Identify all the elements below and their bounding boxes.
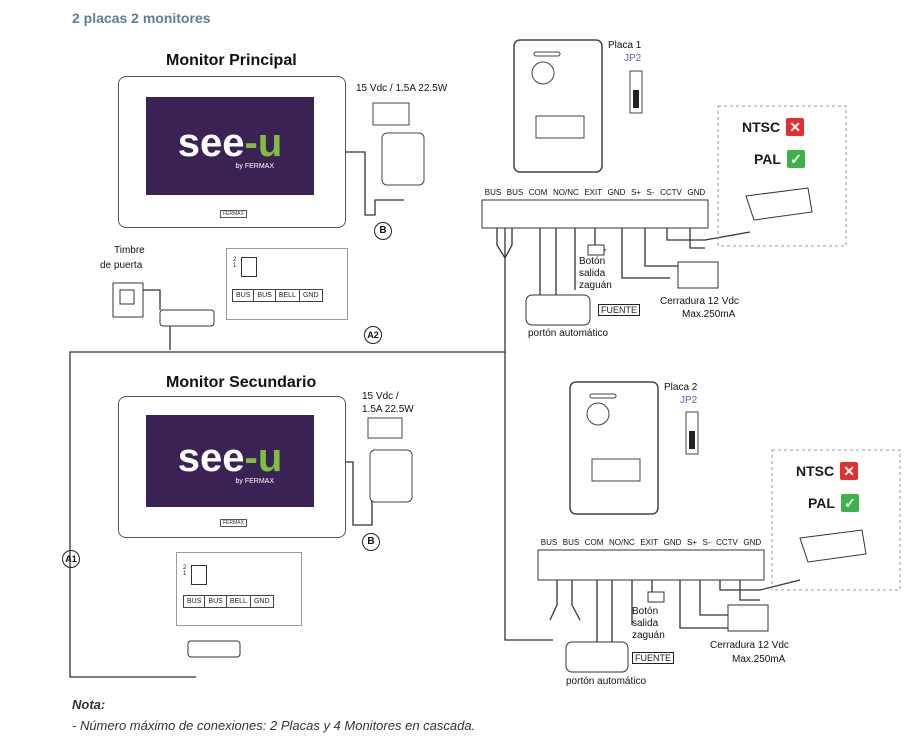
cross-icon-2: ✕ bbox=[840, 462, 859, 480]
page-title: 2 placas 2 monitores bbox=[72, 10, 211, 26]
monitor-principal: see-u by FERMAX FERMAX bbox=[118, 76, 346, 228]
placa1-cerradura: Cerradura 12 Vdc bbox=[660, 296, 739, 307]
monitor-secundario-screen: see-u by FERMAX bbox=[146, 415, 314, 507]
power-spec-principal: 15 Vdc / 1.5A 22.5W bbox=[356, 83, 448, 94]
placa1-fuente: FUENTE bbox=[598, 304, 640, 316]
by-fermax-label: by FERMAX bbox=[235, 162, 274, 170]
placa1-jumper-label: JP2 bbox=[624, 53, 642, 64]
placa1-pal: PAL✓ bbox=[754, 150, 805, 168]
placa2-pal: PAL✓ bbox=[808, 494, 859, 512]
check-icon-2: ✓ bbox=[840, 494, 859, 512]
power-label-b-1: B bbox=[374, 222, 392, 240]
doorbell-label-2: de puerta bbox=[100, 260, 143, 271]
power-label-b-2: B bbox=[362, 533, 380, 551]
cross-icon: ✕ bbox=[786, 118, 805, 136]
placa2-jumper-label: JP2 bbox=[680, 395, 698, 406]
placa2-fuente: FUENTE bbox=[632, 652, 674, 664]
placa2-label: Placa 2 bbox=[664, 382, 698, 393]
terminal-strip-1 bbox=[481, 199, 709, 229]
power-spec-secundario-1: 15 Vdc / bbox=[362, 391, 399, 402]
power-spec-secundario-2: 1.5A 22.5W bbox=[362, 404, 414, 415]
placa1-porton: portón automático bbox=[528, 328, 609, 339]
terminal-strip-2 bbox=[537, 549, 765, 581]
check-icon: ✓ bbox=[786, 150, 805, 168]
monitor-secundario: see-u by FERMAX FERMAX bbox=[118, 396, 346, 538]
placa2-max: Max.250mA bbox=[732, 654, 786, 665]
by-fermax-label-2: by FERMAX bbox=[235, 477, 274, 485]
connector-a1: A1 bbox=[62, 550, 80, 568]
note-label: Nota: bbox=[72, 697, 106, 712]
connector-a2: A2 bbox=[364, 326, 382, 344]
placa2-ntsc: NTSC✕ bbox=[796, 462, 859, 480]
monitor-principal-title: Monitor Principal bbox=[166, 52, 297, 69]
fermax-brand: FERMAX bbox=[220, 210, 247, 218]
placa2-porton: portón automático bbox=[566, 676, 647, 687]
fermax-brand-2: FERMAX bbox=[220, 519, 247, 527]
placa1-label: Placa 1 bbox=[608, 40, 642, 51]
placa2-cerradura: Cerradura 12 Vdc bbox=[710, 640, 789, 651]
doorbell-label-1: Timbre bbox=[114, 245, 145, 256]
door-panel-2 bbox=[569, 381, 659, 515]
monitor-principal-screen: see-u by FERMAX bbox=[146, 97, 314, 195]
see-u-logo-2: see-u bbox=[177, 435, 283, 480]
door-panel-1 bbox=[513, 39, 603, 173]
bus-trunk-wire bbox=[69, 228, 506, 678]
monitor-secundario-title: Monitor Secundario bbox=[166, 374, 317, 391]
note-text: - Número máximo de conexiones: 2 Placas … bbox=[72, 718, 476, 733]
bus-trunk-wire-placa2 bbox=[504, 352, 553, 641]
placa1-max: Max.250mA bbox=[682, 309, 736, 320]
placa1-ntsc: NTSC✕ bbox=[742, 118, 805, 136]
see-u-logo: see-u bbox=[177, 120, 283, 165]
